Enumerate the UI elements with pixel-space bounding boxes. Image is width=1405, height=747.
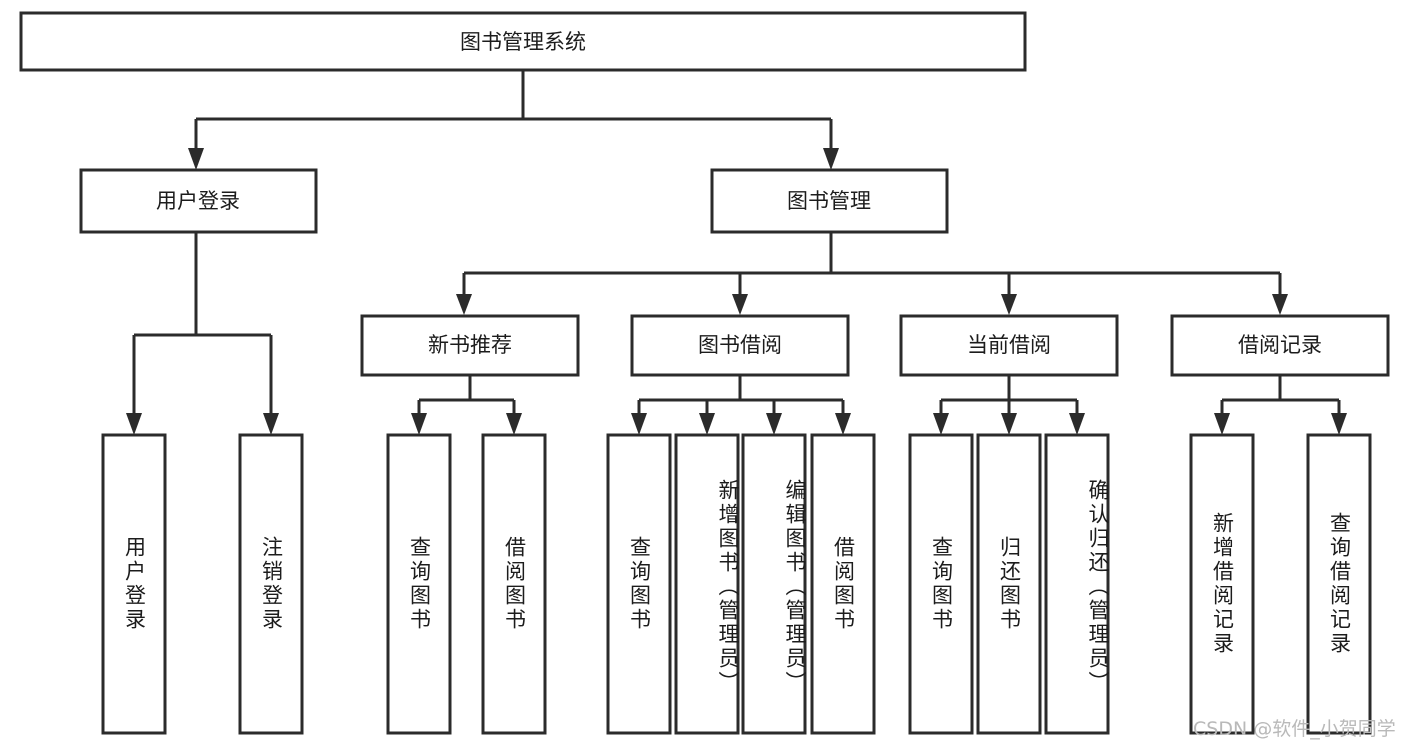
arrow-to-leaf-logout bbox=[263, 413, 279, 435]
node-user-login-label: 用户登录 bbox=[156, 189, 240, 213]
edge-group-book-management bbox=[456, 232, 1288, 315]
node-book-borrow-label: 图书借阅 bbox=[698, 333, 782, 357]
node-leaf-query-book-1-box[interactable] bbox=[386, 433, 452, 735]
csdn-watermark: CSDN @软件_小贺同学 bbox=[1193, 718, 1396, 740]
node-book-management-label: 图书管理 bbox=[787, 189, 871, 213]
arrow-to-borrow-record bbox=[1272, 294, 1288, 315]
node-leaf-add-book-box[interactable] bbox=[674, 433, 740, 735]
arrow-to-current-borrow bbox=[1001, 294, 1017, 315]
edge-group-root bbox=[188, 70, 839, 170]
node-leaf-logout-box[interactable] bbox=[238, 433, 304, 735]
node-current-borrow-box[interactable] bbox=[899, 314, 1119, 377]
node-new-book-recommend-box[interactable] bbox=[360, 314, 580, 377]
arrow-to-book-management bbox=[823, 148, 839, 170]
node-borrow-record-box[interactable] bbox=[1170, 314, 1390, 377]
arrow-to-leaf-edit-book bbox=[766, 413, 782, 435]
node-new-book-recommend-label: 新书推荐 bbox=[428, 333, 512, 357]
node-leaf-borrow-book-1-box[interactable] bbox=[481, 433, 547, 735]
node-user-login[interactable]: 用户登录 bbox=[79, 168, 318, 234]
edge-group-user-login bbox=[126, 232, 279, 435]
node-book-management[interactable]: 图书管理 bbox=[710, 168, 949, 234]
node-user-login-box[interactable] bbox=[79, 168, 318, 234]
arrow-to-new-book-recommend bbox=[456, 294, 472, 315]
node-leaf-query-book-2-box[interactable] bbox=[606, 433, 672, 735]
edge-group-book-borrow bbox=[631, 375, 851, 435]
arrow-to-leaf-add-book bbox=[699, 413, 715, 435]
arrow-to-leaf-query-book-1 bbox=[411, 413, 427, 435]
node-leaf-query-record-box[interactable] bbox=[1306, 433, 1372, 735]
node-borrow-record[interactable]: 借阅记录 bbox=[1170, 314, 1390, 377]
arrow-to-leaf-query-book-2 bbox=[631, 413, 647, 435]
node-current-borrow-label: 当前借阅 bbox=[967, 333, 1051, 357]
node-leaf-user-login-box[interactable] bbox=[101, 433, 167, 735]
node-book-management-box[interactable] bbox=[710, 168, 949, 234]
node-book-borrow-box[interactable] bbox=[630, 314, 850, 377]
node-book-borrow[interactable]: 图书借阅 bbox=[630, 314, 850, 377]
arrow-to-book-borrow bbox=[732, 294, 748, 315]
node-borrow-record-label: 借阅记录 bbox=[1238, 333, 1322, 357]
node-root-label: 图书管理系统 bbox=[460, 30, 586, 54]
edge-group-current-borrow bbox=[933, 375, 1085, 435]
node-leaf-confirm-return-box[interactable] bbox=[1044, 433, 1110, 735]
arrow-to-leaf-return-book bbox=[1001, 413, 1017, 435]
arrow-to-leaf-query-book-3 bbox=[933, 413, 949, 435]
arrow-to-leaf-confirm-return bbox=[1069, 413, 1085, 435]
node-current-borrow[interactable]: 当前借阅 bbox=[899, 314, 1119, 377]
arrow-to-leaf-borrow-book-1 bbox=[506, 413, 522, 435]
edge-group-new-book-recommend bbox=[411, 375, 522, 435]
node-leaf-borrow-book-2-box[interactable] bbox=[810, 433, 876, 735]
node-leaf-edit-book-box[interactable] bbox=[741, 433, 807, 735]
arrow-to-leaf-add-record bbox=[1214, 413, 1230, 435]
arrow-to-leaf-query-record bbox=[1331, 413, 1347, 435]
arrow-to-leaf-user-login bbox=[126, 413, 142, 435]
arrow-to-leaf-borrow-book-2 bbox=[835, 413, 851, 435]
edge-group-borrow-record bbox=[1214, 375, 1347, 435]
node-root[interactable]: 图书管理系统 bbox=[19, 11, 1027, 72]
node-new-book-recommend[interactable]: 新书推荐 bbox=[360, 314, 580, 377]
node-leaf-return-book-box[interactable] bbox=[976, 433, 1042, 735]
node-leaf-query-book-3-box[interactable] bbox=[908, 433, 974, 735]
node-root-box[interactable] bbox=[19, 11, 1027, 72]
arrow-to-user-login bbox=[188, 148, 204, 170]
node-leaf-add-record-box[interactable] bbox=[1189, 433, 1255, 735]
